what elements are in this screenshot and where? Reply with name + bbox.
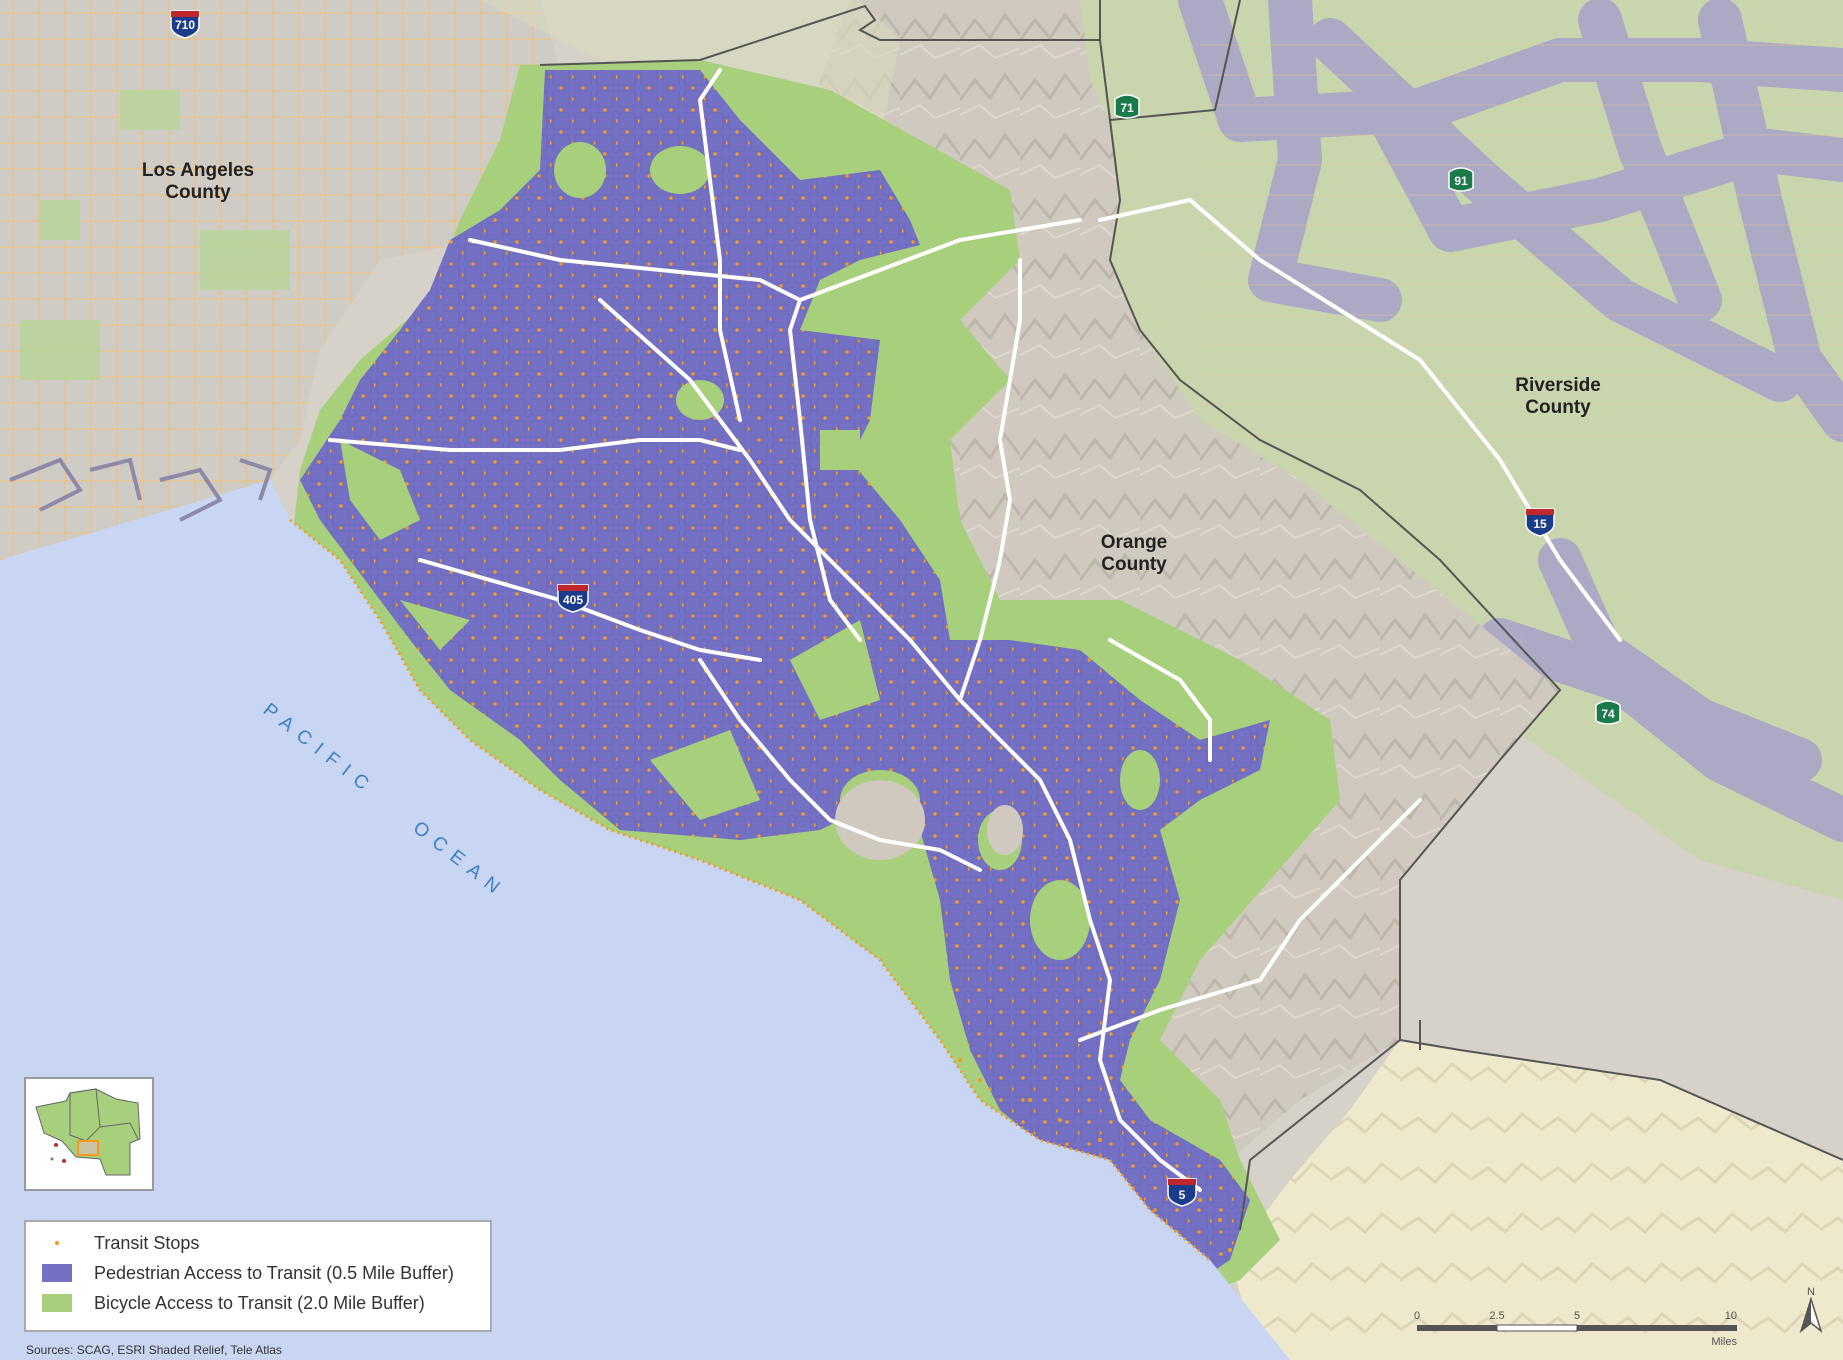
san-diego-county <box>1230 1040 1843 1360</box>
bicycle-buffer-swatch <box>42 1294 72 1312</box>
county-boundaries <box>539 0 1843 1231</box>
riverside-county-label-line1: Riverside <box>1515 375 1601 396</box>
pacific-ocean <box>0 480 1290 1360</box>
scale-tick-10: 10 <box>1725 1310 1737 1322</box>
la-parks <box>20 90 290 380</box>
pedestrian-buffer <box>300 70 1270 1280</box>
legend-item-transit-stops: Transit Stops <box>42 1232 199 1254</box>
la-county-label-line2: County <box>165 182 231 203</box>
north-arrow-icon: N <box>1799 1286 1823 1334</box>
shield-74-number: 74 <box>1601 707 1615 721</box>
freeways <box>328 68 1622 1192</box>
shield-405-number: 405 <box>563 593 583 607</box>
transit-stop-symbol <box>42 1234 72 1252</box>
sources-credit: Sources: SCAG, ESRI Shaded Relief, Tele … <box>26 1343 282 1357</box>
riverside-street-grid <box>1200 20 1843 440</box>
north-label: N <box>1807 1286 1815 1298</box>
state-route-74-shield: 74 <box>1595 700 1621 725</box>
scale-unit: Miles <box>1711 1336 1737 1348</box>
legend-item-pedestrian-buffer: Pedestrian Access to Transit (0.5 Mile B… <box>42 1262 454 1284</box>
interstate-405-shield: 405 <box>557 584 589 613</box>
interstate-15-shield: 15 <box>1525 508 1555 537</box>
legend-label-pedestrian-buffer: Pedestrian Access to Transit (0.5 Mile B… <box>94 1262 454 1283</box>
scale-bar: 0 2.5 5 10 Miles <box>1414 1310 1738 1348</box>
shield-91-number: 91 <box>1454 174 1468 188</box>
shield-15-number: 15 <box>1533 517 1547 531</box>
orange-county-label-line1: Orange <box>1101 532 1168 553</box>
state-route-91-shield: 91 <box>1448 167 1474 192</box>
legend-item-bicycle-buffer: Bicycle Access to Transit (2.0 Mile Buff… <box>42 1292 425 1314</box>
interstate-710-shield: 710 <box>170 10 200 39</box>
shield-71-number: 71 <box>1120 101 1134 115</box>
state-route-71-shield: 71 <box>1114 94 1140 119</box>
la-harbor <box>9 457 273 522</box>
transit-stops-south <box>958 1058 1232 1252</box>
scale-tick-2-5: 2.5 <box>1489 1310 1504 1322</box>
shield-5-number: 5 <box>1179 1188 1186 1202</box>
locator-inset-map <box>24 1077 154 1191</box>
scale-tick-5: 5 <box>1574 1310 1580 1322</box>
orange-county-label-line2: County <box>1101 554 1167 575</box>
pedestrian-buffer-swatch <box>42 1264 72 1282</box>
inset-map-drawing <box>35 1088 141 1176</box>
legend-label-transit-stops: Transit Stops <box>94 1232 200 1253</box>
legend: Transit Stops Pedestrian Access to Trans… <box>24 1220 492 1332</box>
relief-islands <box>835 780 1023 860</box>
la-county-label-line1: Los Angeles <box>142 160 254 181</box>
riverside-county-label-line2: County <box>1525 397 1591 418</box>
shield-710-number: 710 <box>175 18 195 32</box>
scale-tick-0: 0 <box>1414 1310 1420 1322</box>
interstate-5-shield: 5 <box>1167 1178 1197 1207</box>
legend-label-bicycle-buffer: Bicycle Access to Transit (2.0 Mile Buff… <box>94 1292 425 1313</box>
